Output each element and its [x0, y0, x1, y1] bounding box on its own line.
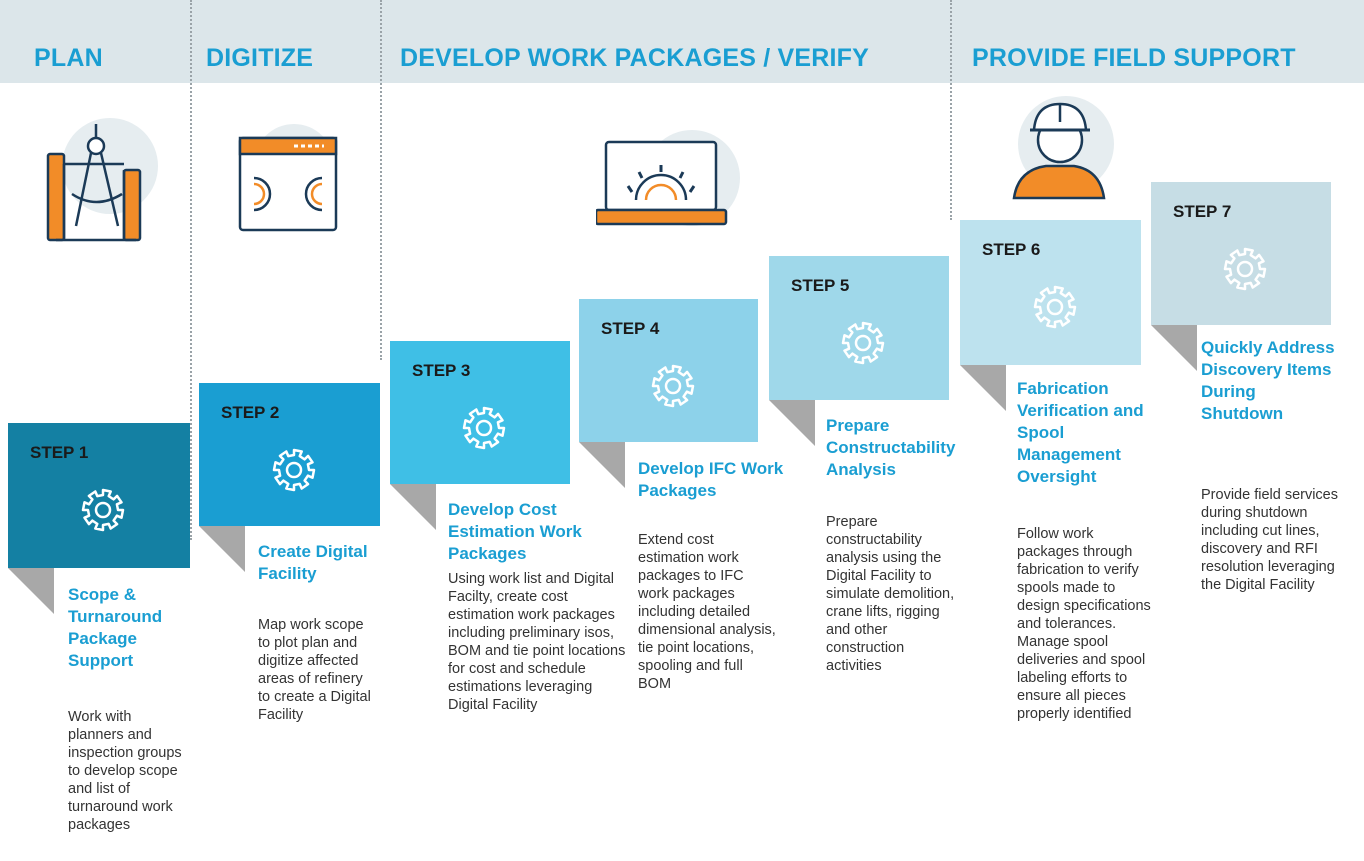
step-7-gear-icon — [1223, 247, 1267, 291]
step-3-title: Develop Cost Estimation Work Packages — [448, 500, 582, 563]
phase-divider — [950, 0, 952, 220]
step-6-gear-icon — [1033, 285, 1076, 329]
step-1-title: Scope & Turnaround Package Support — [68, 585, 163, 670]
laptop-gear-icon — [594, 122, 756, 242]
phase-develop-verify: DEVELOP WORK PACKAGES / VERIFY — [400, 44, 870, 72]
step-5-title: Prepare Constructability Analysis — [826, 416, 956, 479]
step-4-gear-icon — [651, 364, 694, 408]
browser-gears-icon — [228, 120, 348, 240]
step-5-fold — [769, 400, 815, 446]
step-2-fold — [199, 526, 245, 572]
step-7-fold — [1151, 325, 1197, 371]
step-4-fold — [579, 442, 625, 488]
phase-divider — [380, 0, 382, 360]
step-2-label: STEP 2 — [221, 403, 280, 422]
step-6-fold — [960, 365, 1006, 411]
step-1-fold — [8, 568, 54, 614]
step-5-description: Prepare constructability analysis using … — [826, 514, 955, 674]
phase-field-support: PROVIDE FIELD SUPPORT — [972, 44, 1296, 72]
step-3-description: Using work list and Digital Facilty, cre… — [448, 571, 626, 713]
step-1-label: STEP 1 — [30, 443, 89, 462]
step-2-gear-icon — [272, 448, 315, 492]
step-5-label: STEP 5 — [791, 276, 850, 295]
step-4-description: Extend cost estimation work packages to … — [638, 532, 776, 692]
step-3-fold — [390, 484, 436, 530]
phase-digitize: DIGITIZE — [206, 44, 314, 72]
step-7-title: Quickly Address Discovery Items During S… — [1201, 338, 1335, 423]
step-4-label: STEP 4 — [601, 319, 660, 338]
step-2-description: Map work scope to plot plan and digitize… — [258, 617, 371, 723]
step-7-description: Provide field services during shutdown i… — [1201, 487, 1338, 593]
worker-hardhat-icon — [1004, 92, 1114, 212]
phase-plan: PLAN — [34, 44, 103, 72]
step-7-label: STEP 7 — [1173, 202, 1232, 221]
step-6-label: STEP 6 — [982, 240, 1041, 259]
phase-divider — [190, 0, 192, 540]
step-1-gear-icon — [81, 488, 125, 532]
compass-blueprint-icon — [40, 108, 170, 248]
step-3-label: STEP 3 — [412, 361, 471, 380]
step-6-description: Follow work packages through fabrication… — [1017, 526, 1151, 722]
step-2-title: Create Digital Facility — [258, 542, 368, 583]
step-3-gear-icon — [462, 406, 506, 450]
phase-header-band — [0, 0, 1364, 83]
step-1-description: Work with planners and inspection groups… — [68, 709, 182, 833]
step-6-title: Fabrication Verification and Spool Manag… — [1017, 379, 1144, 486]
step-4-title: Develop IFC Work Packages — [638, 459, 784, 500]
step-5-gear-icon — [841, 321, 885, 365]
